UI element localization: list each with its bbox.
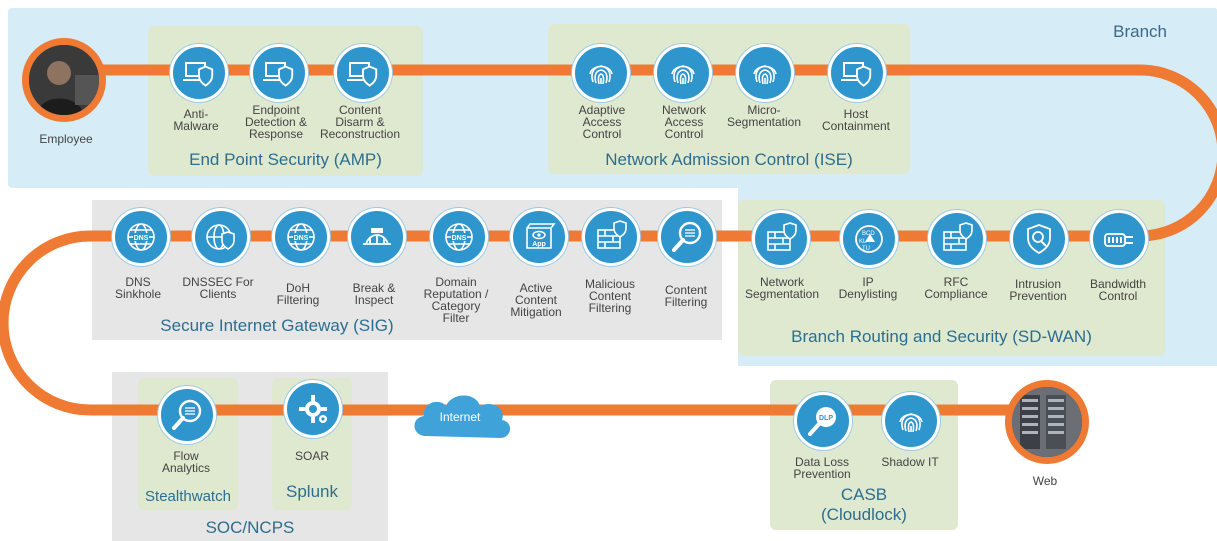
micro-segmentation-label: Micro- Segmentation [726,103,802,129]
laptop-shield-icon [170,44,228,102]
group-title-casb: CASB (Cloudlock) [821,485,907,524]
laptop-shield-icon [334,44,392,102]
server-rack-icon [1012,387,1082,457]
content-filtering-label: Content Filtering [664,283,708,309]
group-title-sdwan: Branch Routing and Security (SD-WAN) [791,327,1092,346]
malicious-content-filtering-label: Malicious Content Filtering [584,277,635,315]
host-containment-label: Host Containment [821,107,891,133]
web-server-image [1005,380,1089,464]
group-title-splunk: Splunk [286,482,338,501]
path-line [0,64,1217,416]
dns-sinkhole-label: DNS Sinkhole [114,275,162,301]
active-content-mitigation-label: Active Content Mitigation [510,281,562,319]
adaptive-access-control-label: Adaptive Access Control [578,103,626,141]
dns-globe-icon [272,208,330,266]
dns-globe-icon [112,208,170,266]
firewall-shield-icon [928,210,986,268]
shadow-it-label: Shadow IT [881,455,939,469]
soar-label: SOAR [294,449,329,463]
intrusion-prevention-label: Intrusion Prevention [1009,277,1067,303]
web-label: Web [1032,474,1058,488]
firewall-shield-icon [582,208,640,266]
employee-avatar [22,38,106,122]
edr-label: Endpoint Detection & Response [244,103,308,141]
plug-icon [1090,210,1148,268]
dlp-magnifier-icon [794,392,852,450]
dnssec-for-clients-label: DNSSEC For Clients [182,275,254,301]
internet-label: Internet [439,410,481,424]
network-segmentation-label: Network Segmentation [744,275,820,301]
magnifier-icon [658,208,716,266]
laptop-shield-icon [828,44,886,102]
doh-filtering-label: DoH Filtering [276,281,320,307]
anti-malware-label: Anti- Malware [173,107,219,133]
cdr-label: Content Disarm & Reconstruction [319,103,401,141]
globe-shield-icon [192,208,250,266]
person-icon [29,45,99,115]
bandwidth-control-label: Bandwidth Control [1089,277,1147,303]
fingerprint-icon [572,44,630,102]
gears-icon [284,380,342,438]
data-loss-prevention-label: Data Loss Prevention [793,455,851,481]
domain-reputation-label: Domain Reputation / Category Filter [423,275,489,325]
group-title-soc: SOC/NCPS [205,518,295,537]
laptop-shield-icon [250,44,308,102]
internet-cloud-icon [414,395,511,438]
fingerprint-icon [736,44,794,102]
branch-label: Branch [1113,22,1167,41]
employee-label: Employee [39,132,93,146]
flow-analytics-label: Flow Analytics [161,449,211,475]
break-inspect-label: Break & Inspect [352,281,396,307]
group-title-amp: End Point Security (AMP) [189,150,382,169]
group-title-ise: Network Admission Control (ISE) [605,150,853,169]
fingerprint-icon [654,44,712,102]
magnifier-icon [158,386,216,444]
network-access-control-label: Network Access Control [661,103,706,141]
shield-search-icon [1010,210,1068,268]
dns-globe-icon [430,208,488,266]
bridge-icon [348,208,406,266]
fingerprint-icon [882,392,940,450]
group-title-stealthwatch: Stealthwatch [145,488,231,505]
rfc-compliance-label: RFC Compliance [924,275,988,301]
ip-denylisting-label: IP Denylisting [838,275,898,301]
group-title-sig: Secure Internet Gateway (SIG) [160,316,394,335]
ip-search-icon [840,210,898,268]
firewall-shield-icon [752,210,810,268]
app-eye-icon [510,208,568,266]
